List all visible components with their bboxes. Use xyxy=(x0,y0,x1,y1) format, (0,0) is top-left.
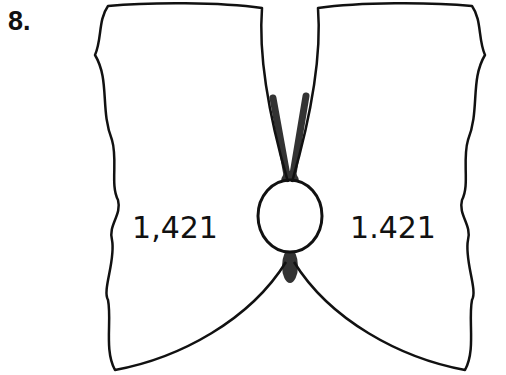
number-text: 1,421 xyxy=(132,213,218,243)
number-text: 1.421 xyxy=(350,213,436,243)
wing-outline xyxy=(95,3,288,370)
wing: 1.421 xyxy=(288,0,494,375)
wing-outline xyxy=(292,3,485,370)
wing-outline xyxy=(288,0,494,375)
wing: 1,421 xyxy=(88,0,292,375)
question-number: 8. xyxy=(8,8,31,35)
wing-outline xyxy=(88,0,292,375)
comparison-circle xyxy=(258,180,322,252)
